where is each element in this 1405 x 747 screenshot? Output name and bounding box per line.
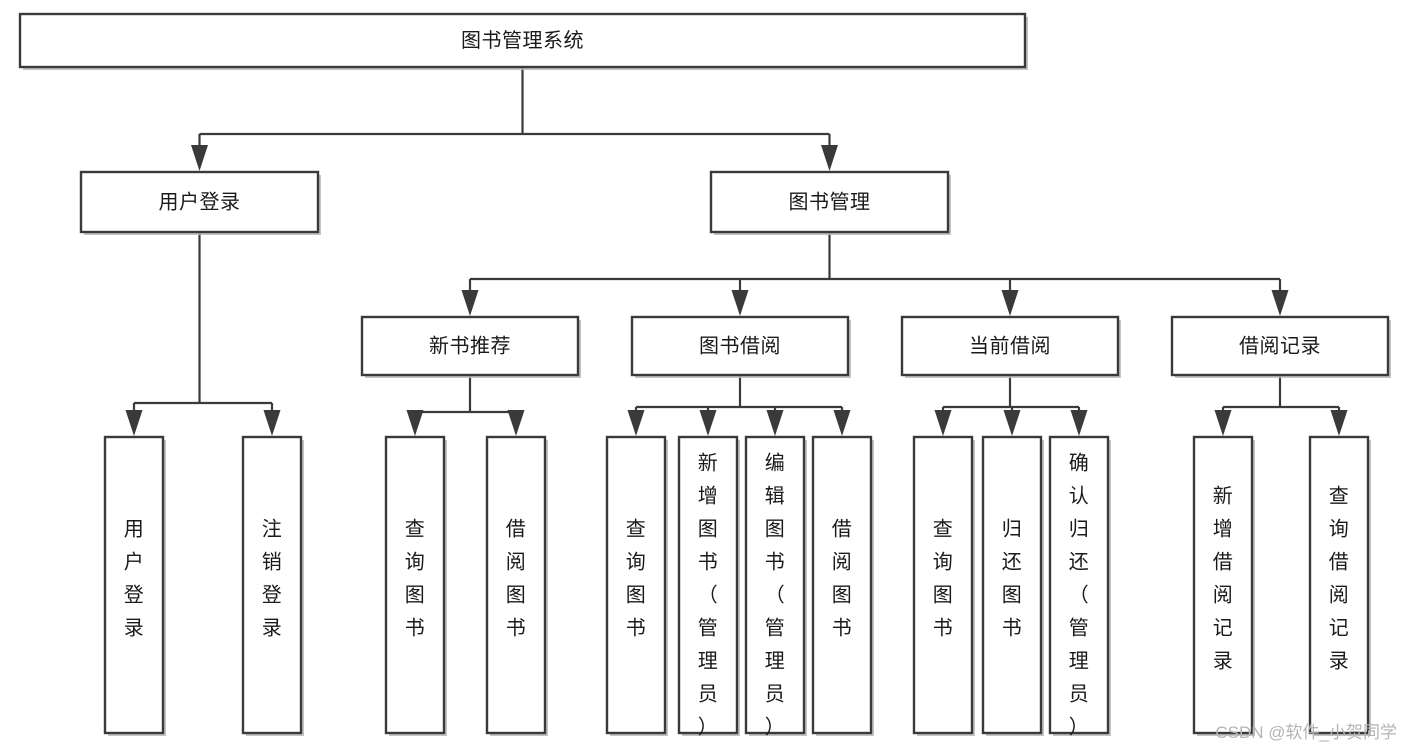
node-box[interactable] bbox=[605, 435, 667, 735]
node-label: 借阅图书 bbox=[506, 518, 527, 640]
node-label: 新增图书（管理员） bbox=[698, 452, 719, 739]
node-box[interactable] bbox=[18, 12, 1027, 69]
node-box[interactable] bbox=[912, 435, 974, 735]
node-label: 归还图书 bbox=[1002, 518, 1023, 640]
node-label: 借阅记录 bbox=[1239, 334, 1321, 357]
leaf-node-leaf_0[interactable]: 用户登录 bbox=[103, 435, 166, 736]
node-label: 确认归还（管理员） bbox=[1069, 452, 1090, 739]
node-box[interactable] bbox=[981, 435, 1043, 735]
node-box[interactable] bbox=[241, 435, 303, 735]
leaf-node-leaf_4[interactable]: 查询图书 bbox=[605, 435, 668, 736]
leaf-node-leaf_9[interactable]: 归还图书 bbox=[981, 435, 1044, 736]
leaf-node-leaf_5[interactable]: 新增图书（管理员） bbox=[677, 435, 740, 739]
node-box[interactable] bbox=[744, 435, 806, 735]
node-box[interactable] bbox=[103, 435, 165, 735]
node-box[interactable] bbox=[900, 315, 1120, 377]
leaf-node-leaf_12[interactable]: 查询借阅记录 bbox=[1308, 435, 1371, 736]
node-box[interactable] bbox=[1170, 315, 1390, 377]
node-label: 图书管理 bbox=[789, 190, 871, 213]
leaf-node-leaf_2[interactable]: 查询图书 bbox=[384, 435, 447, 736]
node-label: 图书借阅 bbox=[699, 334, 781, 357]
branch-node-l2_3[interactable]: 借阅记录 bbox=[1170, 315, 1391, 378]
node-label: 查询图书 bbox=[933, 518, 954, 640]
branch-node-l2_0[interactable]: 新书推荐 bbox=[360, 315, 581, 378]
node-box[interactable] bbox=[485, 435, 547, 735]
node-box[interactable] bbox=[1308, 435, 1370, 735]
branch-node-l2_2[interactable]: 当前借阅 bbox=[900, 315, 1121, 378]
nodes-layer: 图书管理系统用户登录图书管理新书推荐图书借阅当前借阅借阅记录用户登录注销登录查询… bbox=[18, 12, 1391, 739]
node-label: 编辑图书（管理员） bbox=[765, 452, 786, 739]
node-label: 用户登录 bbox=[124, 519, 145, 640]
leaf-node-leaf_8[interactable]: 查询图书 bbox=[912, 435, 975, 736]
node-box[interactable] bbox=[384, 435, 446, 735]
node-box[interactable] bbox=[709, 170, 950, 234]
leaf-node-leaf_11[interactable]: 新增借阅记录 bbox=[1192, 435, 1255, 736]
node-box[interactable] bbox=[1192, 435, 1254, 735]
node-label: 新增借阅记录 bbox=[1213, 485, 1234, 673]
node-box[interactable] bbox=[811, 435, 873, 735]
node-label: 借阅图书 bbox=[832, 518, 853, 640]
leaf-node-leaf_1[interactable]: 注销登录 bbox=[241, 435, 304, 736]
branch-node-l1_0[interactable]: 用户登录 bbox=[79, 170, 321, 235]
node-label: 查询图书 bbox=[626, 518, 647, 640]
watermark-credit: CSDN @软件_小贺同学 bbox=[1215, 723, 1397, 742]
node-label: 查询借阅记录 bbox=[1329, 485, 1350, 673]
leaf-node-leaf_6[interactable]: 编辑图书（管理员） bbox=[744, 435, 807, 739]
node-box[interactable] bbox=[630, 315, 850, 377]
node-label: 注销登录 bbox=[262, 518, 283, 640]
node-label: 用户登录 bbox=[159, 190, 241, 213]
node-box[interactable] bbox=[79, 170, 320, 234]
node-box[interactable] bbox=[1048, 435, 1110, 735]
node-box[interactable] bbox=[677, 435, 739, 735]
branch-node-l2_1[interactable]: 图书借阅 bbox=[630, 315, 851, 378]
leaf-node-leaf_7[interactable]: 借阅图书 bbox=[811, 435, 874, 736]
edges-layer bbox=[125, 67, 1348, 436]
node-label: 查询图书 bbox=[405, 518, 426, 640]
node-label: 当前借阅 bbox=[969, 334, 1051, 357]
root-node-root[interactable]: 图书管理系统 bbox=[18, 12, 1028, 70]
branch-node-l1_1[interactable]: 图书管理 bbox=[709, 170, 951, 235]
leaf-node-leaf_10[interactable]: 确认归还（管理员） bbox=[1048, 435, 1111, 739]
node-label: 图书管理系统 bbox=[461, 29, 584, 52]
node-box[interactable] bbox=[360, 315, 580, 377]
leaf-node-leaf_3[interactable]: 借阅图书 bbox=[485, 435, 548, 736]
node-label: 新书推荐 bbox=[429, 334, 511, 357]
